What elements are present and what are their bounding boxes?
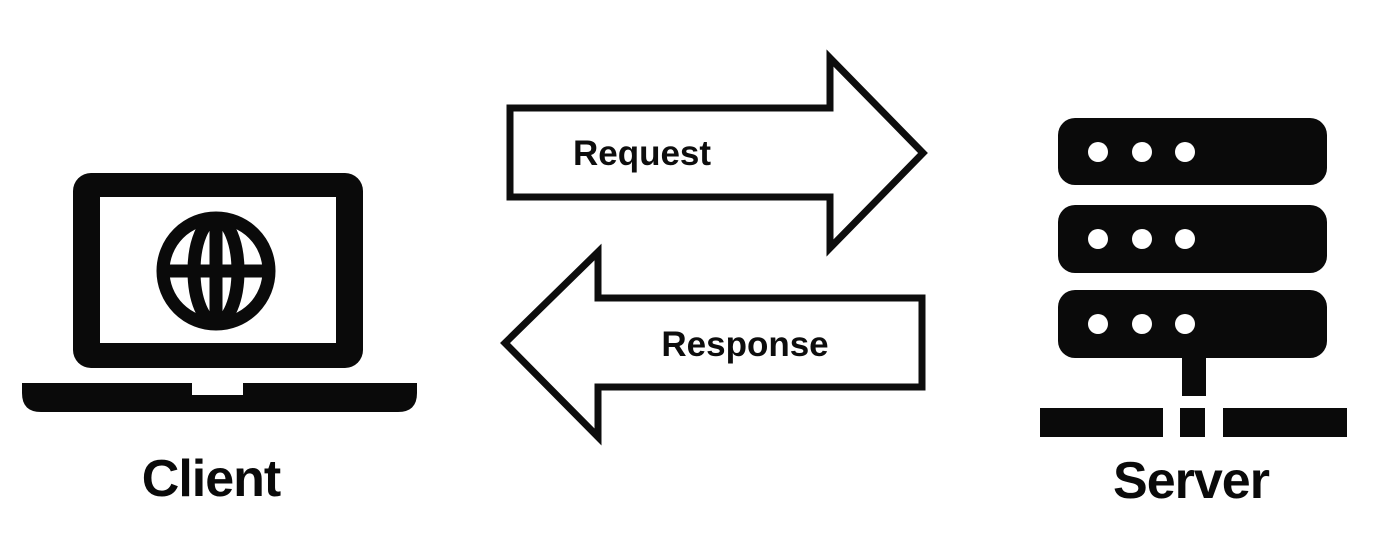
globe-icon [156, 211, 276, 331]
laptop-base [22, 383, 417, 412]
client-node-label: Client [141, 450, 281, 508]
server-node-label: Server [1113, 452, 1270, 510]
laptop-globe-icon [22, 173, 417, 412]
server-rack-units [1040, 118, 1347, 437]
request-arrow-label: Request [572, 134, 712, 173]
server-led-dots [1088, 142, 1195, 334]
response-arrow-label: Response [661, 325, 829, 364]
request-arrow [506, 49, 928, 257]
response-arrow [500, 243, 926, 446]
server-stack-icon [1040, 118, 1347, 437]
